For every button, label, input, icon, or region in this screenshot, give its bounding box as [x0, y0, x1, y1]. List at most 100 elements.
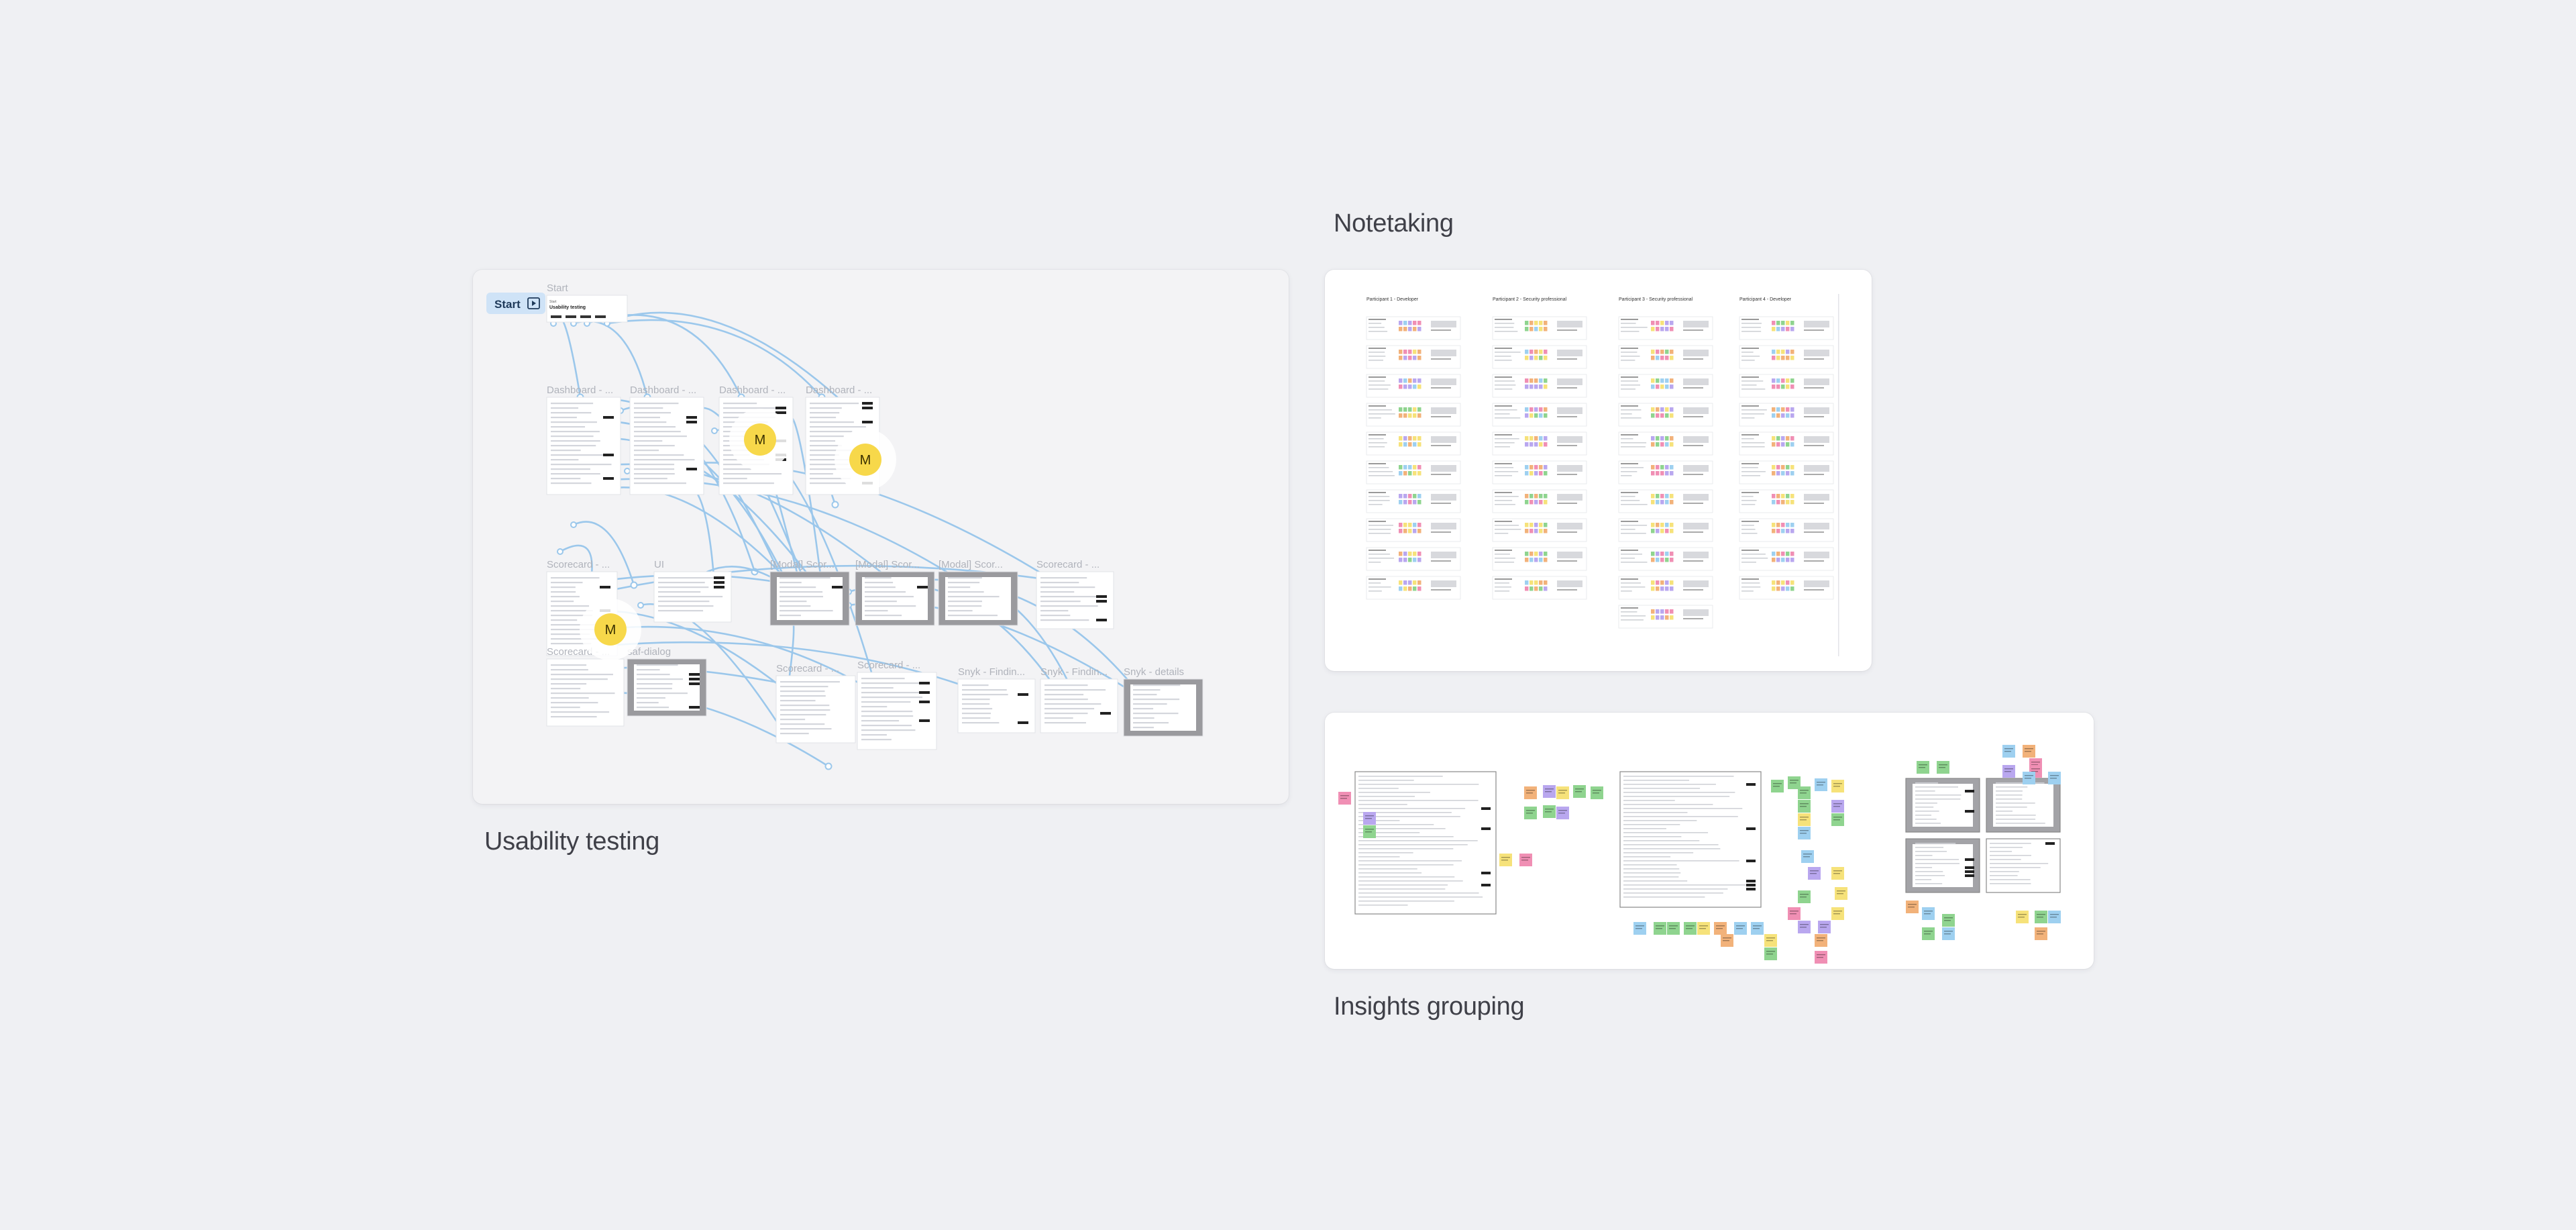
sticky-note[interactable]: [1937, 761, 1949, 774]
prototype-screen[interactable]: [Modal] Scor...: [855, 559, 935, 626]
sticky-note[interactable]: [1524, 786, 1537, 799]
note-block[interactable]: [1618, 460, 1713, 484]
sticky-note[interactable]: [1499, 854, 1512, 866]
note-block[interactable]: [1739, 547, 1834, 571]
sticky-note[interactable]: [2035, 911, 2047, 923]
sticky-note[interactable]: [1831, 907, 1844, 920]
screenshot-thumbnail[interactable]: [1905, 778, 1980, 833]
note-block[interactable]: [1366, 345, 1461, 369]
prototype-screen[interactable]: Snyk - details: [1123, 666, 1203, 737]
note-block[interactable]: [1492, 431, 1587, 456]
sticky-note[interactable]: [1831, 800, 1844, 813]
sticky-note[interactable]: [1906, 901, 1919, 913]
note-block[interactable]: [1618, 576, 1713, 600]
collaborator-avatar[interactable]: M: [835, 429, 896, 491]
note-block[interactable]: [1366, 460, 1461, 484]
sticky-note[interactable]: [1831, 867, 1844, 880]
note-block[interactable]: [1618, 403, 1713, 427]
sticky-note[interactable]: [1543, 805, 1556, 818]
note-block[interactable]: [1618, 345, 1713, 369]
sticky-note[interactable]: [1788, 776, 1801, 789]
note-block[interactable]: [1739, 403, 1834, 427]
note-block[interactable]: [1739, 518, 1834, 542]
note-block[interactable]: [1492, 576, 1587, 600]
sticky-note[interactable]: [1363, 825, 1376, 838]
sticky-note[interactable]: [1922, 927, 1935, 940]
sticky-note[interactable]: [1942, 927, 1955, 940]
sticky-note[interactable]: [1633, 922, 1646, 935]
sticky-note[interactable]: [1798, 827, 1811, 839]
screenshot-thumbnail[interactable]: [1905, 838, 1980, 893]
sticky-note[interactable]: [1815, 951, 1827, 964]
note-block[interactable]: [1492, 518, 1587, 542]
collaborator-avatar[interactable]: M: [580, 599, 641, 660]
sticky-note[interactable]: [2023, 772, 2035, 784]
sticky-note[interactable]: [1764, 947, 1777, 960]
screenshot-thumbnail[interactable]: [1354, 771, 1497, 915]
prototype-screen[interactable]: Scorecard - ...: [857, 660, 937, 750]
note-block[interactable]: [1366, 489, 1461, 513]
sticky-note[interactable]: [1798, 890, 1811, 903]
sticky-note[interactable]: [1922, 907, 1935, 920]
sticky-note[interactable]: [1815, 778, 1827, 791]
note-block[interactable]: [1739, 316, 1834, 340]
sticky-note[interactable]: [1556, 807, 1569, 819]
sticky-note[interactable]: [1798, 921, 1811, 933]
prototype-screen[interactable]: Scorecard - ...: [775, 663, 856, 744]
flow-start-chip[interactable]: Start: [486, 293, 545, 314]
sticky-note[interactable]: [1942, 914, 1955, 927]
sticky-note[interactable]: [1684, 922, 1697, 935]
screenshot-thumbnail[interactable]: [1986, 838, 2061, 893]
sticky-note[interactable]: [2048, 772, 2061, 784]
collaborator-avatar[interactable]: M: [729, 409, 791, 470]
sticky-note[interactable]: [1798, 813, 1811, 826]
sticky-note[interactable]: [2048, 911, 2061, 923]
sticky-note[interactable]: [2002, 745, 2015, 758]
sticky-note[interactable]: [1556, 786, 1569, 799]
sticky-note[interactable]: [1734, 922, 1747, 935]
notetaking-frame[interactable]: Participant 1 - Developer Participant 2 …: [1325, 270, 1872, 671]
note-block[interactable]: [1366, 518, 1461, 542]
sticky-note[interactable]: [1543, 785, 1556, 798]
prototype-screen[interactable]: UI: [653, 559, 732, 623]
sticky-note[interactable]: [2023, 745, 2035, 758]
prototype-screen[interactable]: Scorecard - ...: [546, 646, 625, 727]
sticky-note[interactable]: [1591, 786, 1603, 799]
sticky-note[interactable]: [1788, 907, 1801, 920]
note-block[interactable]: [1739, 345, 1834, 369]
sticky-note[interactable]: [1338, 792, 1351, 805]
note-block[interactable]: [1618, 547, 1713, 571]
note-block[interactable]: [1739, 374, 1834, 398]
sticky-note[interactable]: [1917, 761, 1929, 774]
prototype-screen[interactable]: Dashboard - ...: [546, 385, 621, 495]
sticky-note[interactable]: [1573, 785, 1586, 798]
sticky-note[interactable]: [1667, 922, 1680, 935]
sticky-note[interactable]: [1831, 813, 1844, 826]
note-block[interactable]: [1492, 316, 1587, 340]
sticky-note[interactable]: [1654, 922, 1666, 935]
sticky-note[interactable]: [1835, 887, 1847, 900]
sticky-note[interactable]: [1798, 800, 1811, 813]
note-block[interactable]: [1366, 431, 1461, 456]
note-block[interactable]: [1739, 460, 1834, 484]
note-block[interactable]: [1492, 460, 1587, 484]
note-block[interactable]: [1739, 431, 1834, 456]
prototype-screen[interactable]: Dashboard - ...: [629, 385, 704, 495]
note-block[interactable]: [1366, 547, 1461, 571]
insights-grouping-frame[interactable]: [1325, 713, 2094, 969]
sticky-note[interactable]: [1831, 780, 1844, 792]
note-block[interactable]: [1739, 489, 1834, 513]
note-block[interactable]: [1492, 547, 1587, 571]
sticky-note[interactable]: [2016, 911, 2029, 923]
prototype-screen[interactable]: Snyk - Findin...: [1040, 666, 1118, 733]
sticky-note[interactable]: [1714, 922, 1727, 935]
sticky-note[interactable]: [1721, 934, 1733, 947]
prototype-screen[interactable]: Scorecard - ...: [1036, 559, 1114, 629]
sticky-note[interactable]: [1808, 867, 1821, 880]
note-block[interactable]: [1618, 489, 1713, 513]
screenshot-thumbnail[interactable]: [1986, 778, 2061, 833]
sticky-note[interactable]: [1524, 807, 1537, 819]
sticky-note[interactable]: [1815, 934, 1827, 947]
sticky-note[interactable]: [1751, 922, 1764, 935]
